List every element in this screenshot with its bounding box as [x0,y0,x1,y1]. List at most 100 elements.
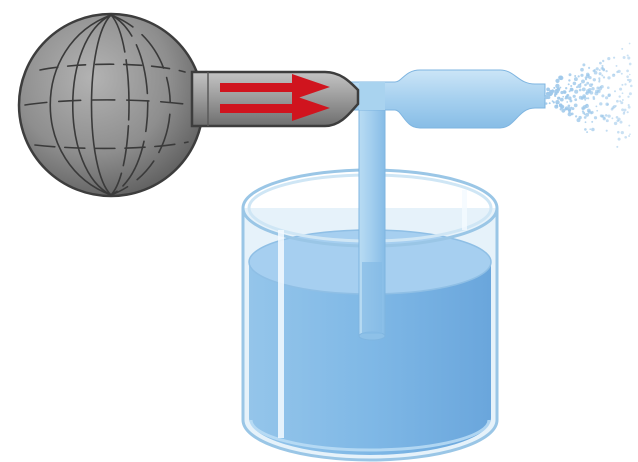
mist-droplet [582,87,586,91]
mist-droplet [555,100,559,104]
mist-droplet [579,83,581,85]
mist-droplet [565,87,567,89]
mist-droplet [592,96,594,98]
mist-droplet [553,87,555,89]
mist-droplet [573,82,577,86]
mist-droplet [619,121,622,124]
mist-droplet [594,116,597,119]
mist-droplet [569,73,572,76]
mist-droplet [628,135,630,137]
mist-droplet [584,84,587,87]
mist-droplet [556,91,558,93]
mist-droplet [574,75,576,77]
mist-droplet [585,113,589,117]
mist-droplet [623,111,625,113]
rubber-bulb [19,14,203,196]
mist-droplet [584,116,587,119]
mist-droplet [596,67,599,70]
mist-droplet [618,138,621,141]
mist-droplet [596,110,598,112]
mist-droplet [621,48,623,50]
mist-droplet [613,105,616,108]
mist-droplet [586,82,589,85]
mist-droplet [586,131,588,133]
mist-droplet [614,122,617,125]
mist-droplet [586,97,588,99]
mist-droplet [619,95,621,97]
mist-droplet [574,77,578,81]
mist-droplet [555,79,559,83]
mist-droplet [602,60,604,62]
mist-droplet [601,94,604,97]
mist-droplet [582,63,585,66]
mist-droplet [612,74,615,77]
mist-droplet [603,117,605,119]
mist-droplet [628,106,631,109]
mist-droplet [611,117,613,119]
mist-droplet [624,136,627,139]
mist-droplet [569,99,572,102]
mist-droplet [607,76,610,79]
mist-droplet [565,96,567,98]
air-nozzle [192,72,358,126]
mist-droplet [600,86,602,88]
mist-droplet [620,101,623,104]
mist-droplet [601,67,604,70]
mist-droplet [582,108,584,110]
mist-droplet [598,81,600,83]
mist-droplet [560,105,563,108]
mist-droplet [626,75,629,78]
mist-droplet [599,69,601,71]
mist-droplet [605,96,608,99]
mist-droplet [614,90,616,92]
mist-droplet [577,84,581,88]
mist-droplet [564,91,567,94]
mist-droplet [580,68,584,72]
mist-droplet [568,83,570,85]
mist-droplet [622,99,624,101]
mist-droplet [553,101,555,103]
mist-droplet [568,109,571,112]
mist-droplet [599,102,602,105]
mist-droplet [591,128,595,132]
mist-droplet [561,109,565,113]
mist-droplet [629,92,632,95]
mist-droplet [554,105,558,109]
mist-droplet [622,92,624,94]
mist-droplet [573,95,576,98]
mist-droplet [608,93,611,96]
mist-droplet [587,97,589,99]
mist-droplet [621,131,624,134]
mist-droplet [570,88,573,91]
mist-droplet [579,96,583,100]
mist-droplet [579,89,582,92]
mist-droplet [605,102,608,105]
mist-droplet [616,100,619,103]
vertical-tube [359,96,385,340]
mist-droplet [585,121,587,123]
mist-droplet [593,78,596,81]
mist-droplet [545,96,549,100]
mist-droplet [629,43,631,45]
mist-droplet [627,111,629,113]
mist-droplet [559,97,561,99]
mist-droplet [628,125,630,127]
mist-droplet [629,74,631,76]
mist-droplet [570,107,572,109]
mist-droplet [560,91,563,94]
mist-droplet [586,89,590,93]
mist-droplet [578,116,581,119]
mist-droplet [599,62,602,65]
mist-droplet [594,71,598,75]
mist-droplet [585,78,587,80]
mist-droplet [629,63,632,66]
mist-droplet [601,75,603,77]
mist-droplet [570,85,572,87]
mist-droplet [555,89,557,91]
mist-droplet [584,128,587,131]
mist-droplet [554,94,556,96]
mist-droplet [555,84,559,88]
mist-droplet [582,110,584,112]
